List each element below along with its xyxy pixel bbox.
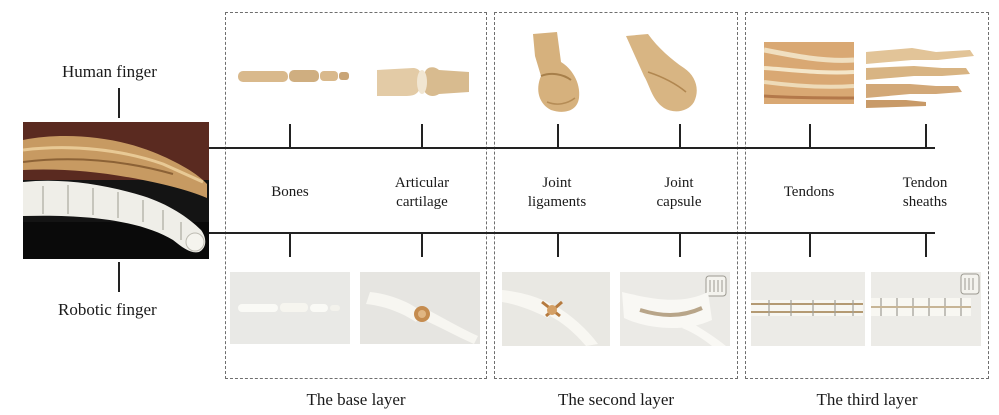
robotic-tendons-photo — [751, 272, 865, 346]
bones-photo — [234, 62, 352, 90]
tendons-photo — [764, 42, 854, 104]
robotic-bones-photo — [230, 272, 350, 344]
ligaments-label: Joint ligaments — [502, 174, 612, 212]
bones-label: Bones — [245, 183, 335, 202]
cartilage-photo — [375, 62, 471, 102]
sheaths-tick-bottom — [925, 233, 927, 257]
cartilage-label: Articular cartilage — [367, 174, 477, 212]
human-connector-line — [209, 147, 935, 149]
bones-tick-bottom — [289, 233, 291, 257]
base-layer-title: The base layer — [225, 390, 487, 410]
third-layer-title: The third layer — [745, 390, 989, 410]
cartilage-tick-top — [421, 124, 423, 148]
robotic-finger-label: Robotic finger — [58, 300, 157, 320]
capsule-tick-bottom — [679, 233, 681, 257]
tendons-label: Tendons — [760, 183, 858, 202]
robotic-sheaths-photo — [871, 272, 981, 346]
human-finger-label: Human finger — [62, 62, 157, 82]
robotic-capsule-photo — [620, 272, 730, 346]
cartilage-tick-bottom — [421, 233, 423, 257]
robotic-ligaments-photo — [502, 272, 610, 346]
sheaths-label: Tendon sheaths — [872, 174, 978, 212]
capsule-tick-top — [679, 124, 681, 148]
robotic-finger-connector — [118, 262, 120, 292]
capsule-label: Joint capsule — [626, 174, 732, 212]
bones-tick-top — [289, 124, 291, 148]
ligaments-tick-top — [557, 124, 559, 148]
sheaths-tick-top — [925, 124, 927, 148]
robotic-cartilage-photo — [360, 272, 480, 344]
finger-comparison-photo — [23, 122, 209, 259]
capsule-photo — [624, 32, 702, 114]
robotic-connector-line — [209, 232, 935, 234]
tendons-tick-bottom — [809, 233, 811, 257]
second-layer-title: The second layer — [494, 390, 738, 410]
human-finger-connector — [118, 88, 120, 118]
ligaments-photo — [527, 32, 585, 114]
ligaments-tick-bottom — [557, 233, 559, 257]
sheaths-photo — [866, 42, 976, 108]
tendons-tick-top — [809, 124, 811, 148]
